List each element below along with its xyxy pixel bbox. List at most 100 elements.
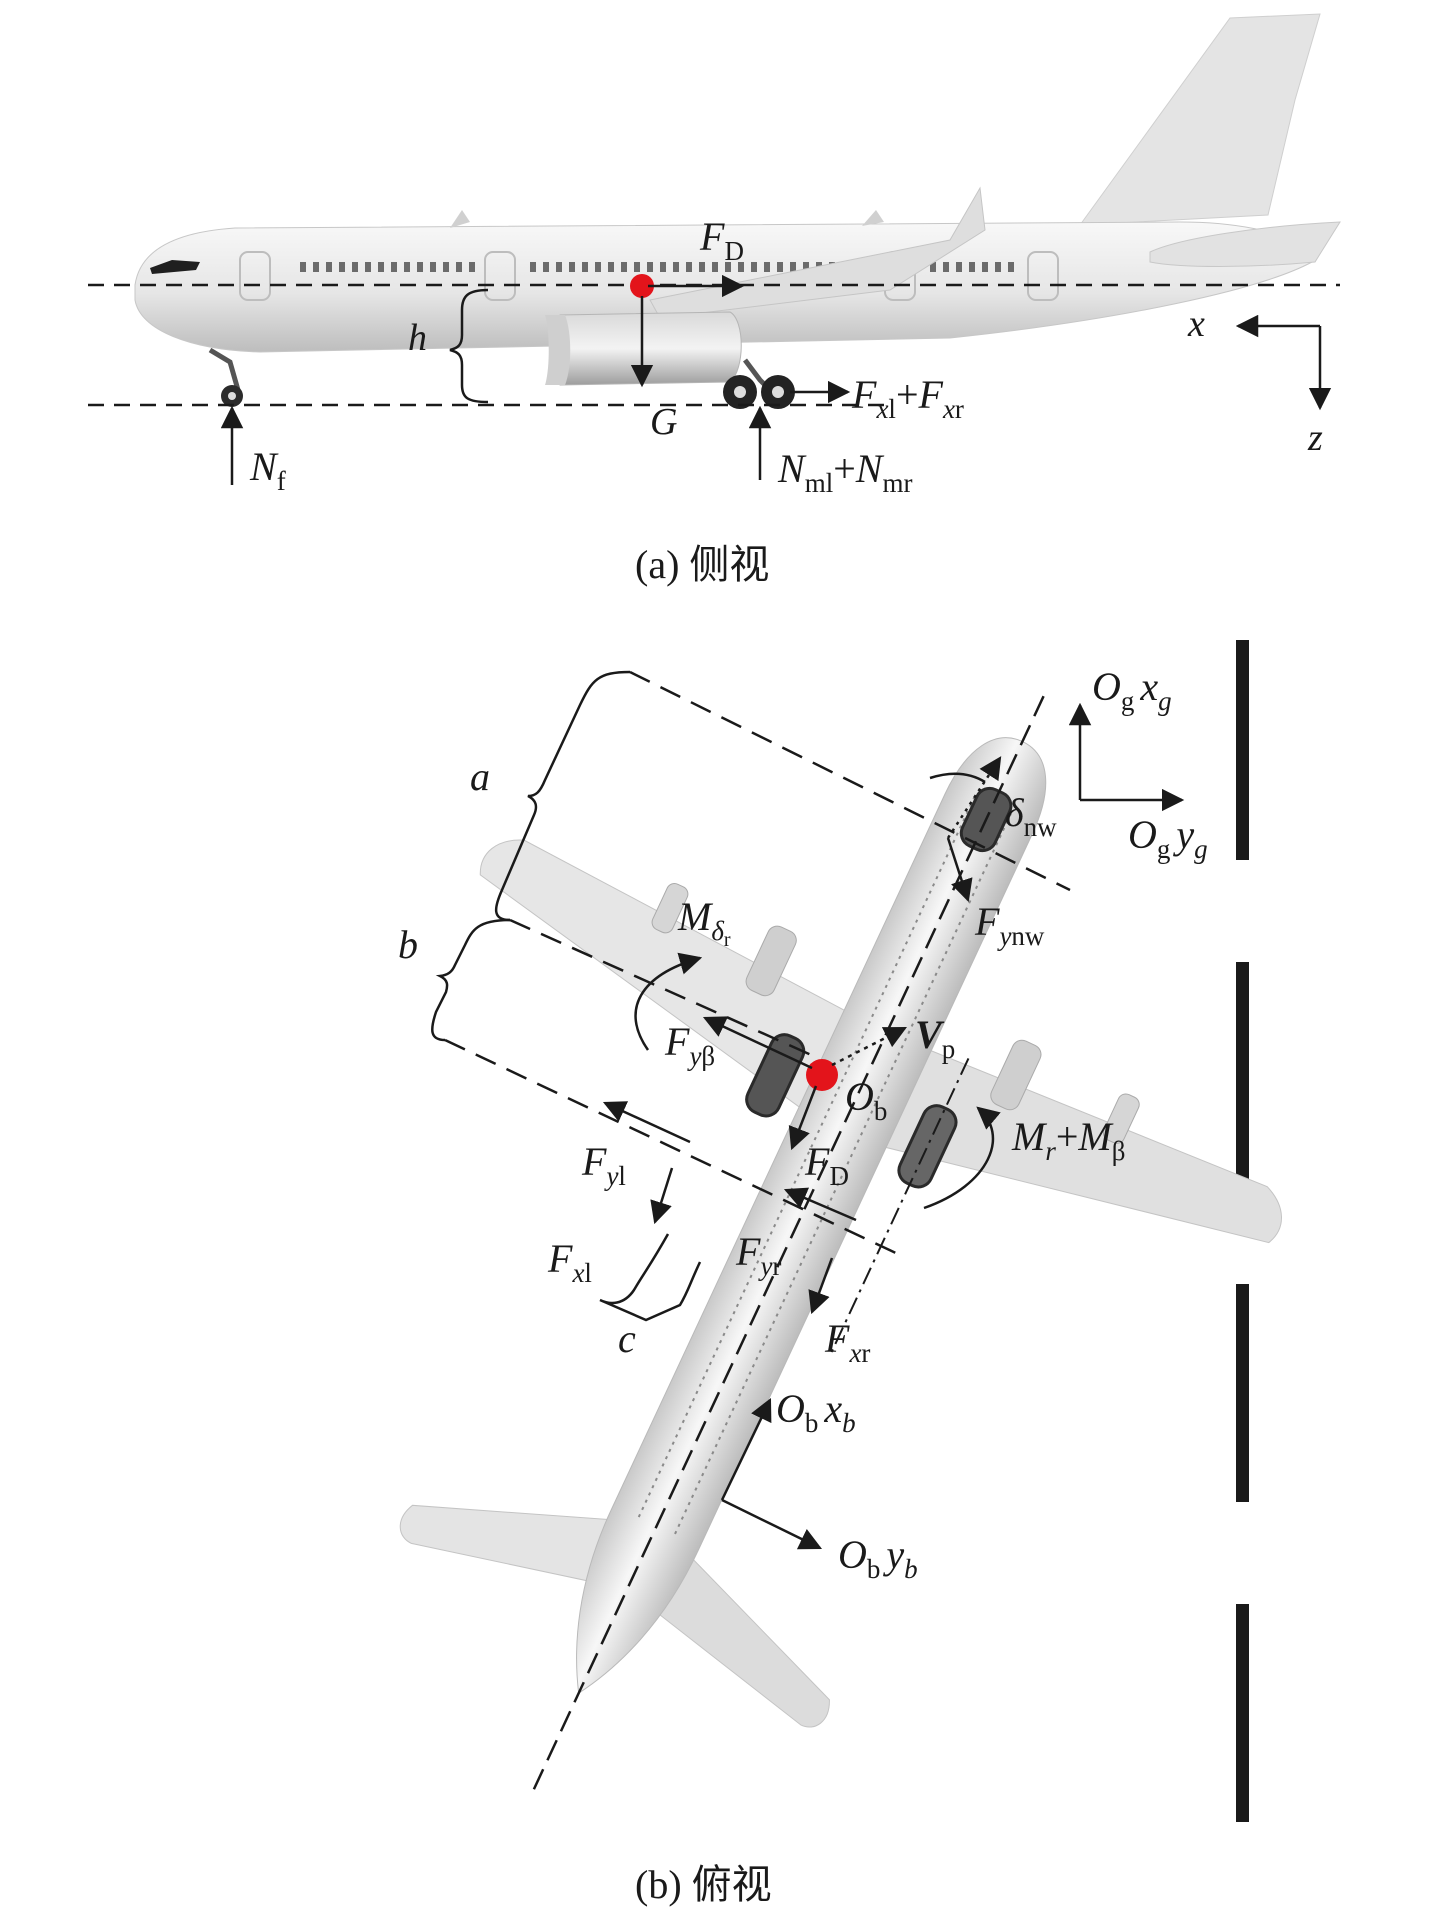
side-vertical-tail (1078, 13, 1321, 226)
side-cabin-window (417, 262, 423, 272)
top-aircraft (399, 695, 1282, 1794)
side-cabin-window (300, 262, 306, 272)
side-cabin-window (608, 262, 614, 272)
side-cabin-window (313, 262, 319, 272)
side-cabin-window (738, 262, 744, 272)
label-G: G (650, 401, 677, 443)
label-Nf: Nf (249, 444, 286, 496)
side-cabin-window (660, 262, 666, 272)
label-Fxl: Fxl (547, 1236, 592, 1288)
top-fuselage (576, 737, 1047, 1695)
label-h: h (408, 317, 427, 359)
top-right-wing (862, 1041, 1282, 1244)
side-cabin-window (673, 262, 679, 272)
runway-markings (1236, 640, 1249, 1822)
side-cabin-window (634, 262, 640, 272)
label-Fyl: Fyl (581, 1139, 626, 1191)
side-cabin-window (352, 262, 358, 272)
side-cabin-window (443, 262, 449, 272)
side-view: FD h G x z Nf Fxl+Fxr Nml+Nmr (a) 侧视 (88, 13, 1341, 587)
label-top-FD: FD (804, 1139, 849, 1191)
side-cabin-window (725, 262, 731, 272)
side-cockpit-window (150, 260, 200, 274)
h-brace (449, 288, 489, 404)
side-cabin-window (943, 262, 949, 272)
side-cabin-window (582, 262, 588, 272)
side-cabin-window (956, 262, 962, 272)
side-cabin-window (764, 262, 770, 272)
side-cabin-window (391, 262, 397, 272)
caption-side-view: (a) 侧视 (635, 542, 769, 587)
side-cabin-window (556, 262, 562, 272)
Fxr-arrow (808, 1257, 834, 1315)
side-cabin-window (647, 262, 653, 272)
M-delta-r-arc (634, 952, 703, 1051)
Obyb-axis-arrow (721, 1498, 823, 1550)
label-a: a (470, 754, 490, 799)
side-cabin-window (686, 262, 692, 272)
side-cabin-window (751, 262, 757, 272)
top-cg-dot (806, 1059, 838, 1091)
b-brace (431, 918, 511, 1042)
b-dimension-bottom-line (444, 1038, 901, 1257)
side-cabin-window (699, 262, 705, 272)
label-delta-nw: δnw (1005, 790, 1057, 842)
label-Ob: Ob (845, 1074, 887, 1126)
label-c: c (618, 1316, 636, 1361)
top-left-main-gear (745, 1033, 806, 1118)
Fyl-arrow (602, 1101, 691, 1144)
side-cabin-window (543, 262, 549, 272)
side-engine (550, 311, 742, 386)
label-x-axis: x (1187, 303, 1205, 345)
side-cabin-window (430, 262, 436, 272)
label-M-delta-r: Mδr (677, 894, 731, 951)
c-brace (599, 1233, 702, 1322)
side-cabin-window (378, 262, 384, 272)
caption-top-view: (b) 俯视 (635, 1862, 772, 1907)
label-Fyr: Fyr (735, 1229, 781, 1281)
side-cabin-window (530, 262, 536, 272)
label-Nml-Nmr: Nml+Nmr (777, 446, 912, 498)
side-horizontal-stabilizer (1149, 221, 1341, 267)
Fybeta-arrow (702, 1016, 813, 1070)
label-Fxr: Fxr (824, 1316, 870, 1368)
side-cabin-window (982, 262, 988, 272)
side-cabin-window (365, 262, 371, 272)
side-cabin-window (326, 262, 332, 272)
side-nose-gear (208, 347, 243, 407)
label-z-axis: z (1307, 417, 1323, 459)
Obxb-axis-arrow (720, 1397, 772, 1501)
side-cabin-window (339, 262, 345, 272)
side-cabin-window (803, 262, 809, 272)
delta-nw-arc (929, 772, 986, 784)
side-cabin-window (456, 262, 462, 272)
ab-dimension-mid-line (509, 918, 819, 1060)
side-cabin-window (930, 262, 936, 272)
Fynw-arrow (946, 837, 973, 903)
side-cabin-window (712, 262, 718, 272)
Mr-Mbeta-arc (923, 1106, 1001, 1210)
label-Fxl-Fxr: Fxl+Fxr (851, 372, 964, 424)
label-FD: FD (699, 214, 744, 266)
a-brace (495, 670, 631, 922)
side-cabin-window (995, 262, 1001, 272)
side-cabin-window (777, 262, 783, 272)
side-cg-dot (630, 274, 654, 298)
a-dimension-top-line (629, 670, 1071, 892)
label-Fybeta: Fyβ (664, 1019, 715, 1071)
label-b: b (398, 922, 418, 967)
side-cabin-window (1008, 262, 1014, 272)
side-cabin-window (621, 262, 627, 272)
side-cabin-window (469, 262, 475, 272)
top-FD-arrow (788, 1085, 818, 1151)
side-cabin-window (569, 262, 575, 272)
side-cabin-window (790, 262, 796, 272)
label-Vp: Vp (915, 1012, 955, 1064)
label-Fynw: Fynw (974, 899, 1045, 951)
Fyr-arrow (783, 1187, 857, 1222)
